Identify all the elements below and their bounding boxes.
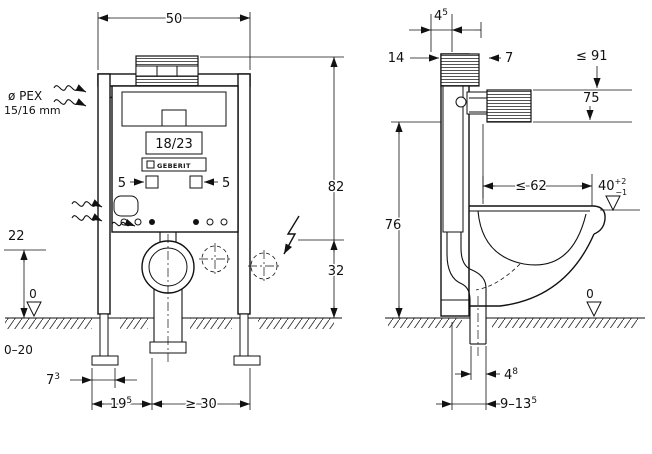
svg-text:14: 14 <box>388 51 405 66</box>
frame-rail-right <box>237 73 251 315</box>
svg-text:48: 48 <box>504 367 518 383</box>
dim-anchor-left: 5 <box>116 175 144 193</box>
brand-label: GEBERIT <box>157 162 191 170</box>
water-flow-icon-3 <box>71 199 103 208</box>
svg-text:5: 5 <box>222 176 230 191</box>
water-flow-icon-4 <box>71 213 103 222</box>
flush-housing-side <box>440 53 480 87</box>
dim-drain-depth: 9–135 <box>436 322 539 414</box>
dim-top-offset: 45 <box>409 7 482 52</box>
dim-plate-offset: 7 <box>489 50 515 68</box>
svg-text:≥ 30: ≥ 30 <box>185 397 217 412</box>
datum-triangle-seat <box>605 195 621 212</box>
dim-total-height: 82 <box>200 56 346 318</box>
dim-plate-bottom-height: 75 <box>533 90 632 123</box>
frame-foot-right <box>233 355 261 366</box>
side-frame <box>440 53 532 317</box>
dim-pipe-offset: 48 <box>455 346 520 385</box>
svg-text:32: 32 <box>328 264 345 279</box>
svg-text:≤ 91: ≤ 91 <box>576 49 608 64</box>
frame-foot-left <box>91 355 119 366</box>
water-flow-icon-2 <box>53 98 87 107</box>
flush-housing <box>135 55 199 87</box>
dim-frame-height: 76 <box>383 121 441 318</box>
front-floor <box>5 317 342 329</box>
frame-leg-left <box>99 313 109 357</box>
floor-buildup-label: 0–20 <box>4 343 33 357</box>
dim-foot-offset: 73 <box>45 368 137 410</box>
svg-text:195: 195 <box>110 396 132 412</box>
svg-text:50: 50 <box>166 12 183 27</box>
frame-rail-left <box>97 73 111 315</box>
drain-pipe-side <box>446 232 487 356</box>
svg-text:75: 75 <box>583 91 600 106</box>
dim-anchor-right: 5 <box>204 175 232 193</box>
brand-box <box>141 157 207 172</box>
cistern-side <box>442 85 464 233</box>
svg-text:7: 7 <box>505 51 513 66</box>
svg-text:73: 73 <box>46 372 60 388</box>
svg-text:45: 45 <box>434 8 448 24</box>
alt-outlet-positions <box>199 243 280 282</box>
dim-front-width: 50 <box>97 11 251 70</box>
datum-marker-front: 0 <box>26 286 42 318</box>
svg-text:5: 5 <box>118 176 126 191</box>
anchor-square-right <box>189 175 203 189</box>
toilet-bowl <box>468 205 606 307</box>
pex-label-line2: 15/16 mm <box>4 104 61 117</box>
side-view: 45 14 7 ≤ 91 75 76 <box>383 7 645 414</box>
datum-marker-side: 0 <box>585 286 602 318</box>
dim-max-height: ≤ 91 <box>533 48 632 91</box>
dim-supply-height: 22 <box>4 228 46 318</box>
dim-frame-depth: 14 <box>386 50 439 68</box>
svg-text:9–135: 9–135 <box>500 396 537 412</box>
datum-triangle-side <box>586 301 602 318</box>
svg-text:0: 0 <box>29 287 37 301</box>
flush-plate-zone <box>486 89 532 123</box>
svg-text:76: 76 <box>385 218 402 233</box>
inlet-valve <box>113 195 139 217</box>
lightning-icon <box>283 215 300 255</box>
svg-text:22: 22 <box>8 229 25 244</box>
water-flow-icons <box>53 84 136 227</box>
pex-label-line1: ø PEX <box>8 89 42 103</box>
dim-drain-offset: 195 <box>92 358 153 414</box>
svg-text:0: 0 <box>586 287 594 301</box>
side-floor <box>385 317 645 328</box>
datum-triangle-front <box>26 301 42 318</box>
cistern: 18/23 GEBERIT <box>111 85 239 233</box>
water-flow-icon-5 <box>111 218 136 227</box>
anchor-square-left <box>145 175 159 189</box>
svg-text:40+2−1: 40+2−1 <box>598 177 627 197</box>
dim-seat-height: 40+2−1 <box>597 176 640 212</box>
bend-housing <box>466 91 488 115</box>
water-flow-icon-1 <box>53 84 87 93</box>
flush-bend <box>141 232 195 362</box>
svg-text:≤ 62: ≤ 62 <box>515 179 547 194</box>
flush-pipe-label: 18/23 <box>155 137 192 152</box>
dim-side-clearance: ≥ 30 <box>152 368 251 414</box>
svg-text:82: 82 <box>328 180 345 195</box>
front-view: 18/23 GEBERIT <box>3 11 346 414</box>
frame-leg-right <box>239 313 249 357</box>
dim-outlet-height: 32 <box>298 239 346 281</box>
flush-pipe-label-box <box>145 131 203 155</box>
dim-bowl-depth: ≤ 62 <box>482 174 593 206</box>
